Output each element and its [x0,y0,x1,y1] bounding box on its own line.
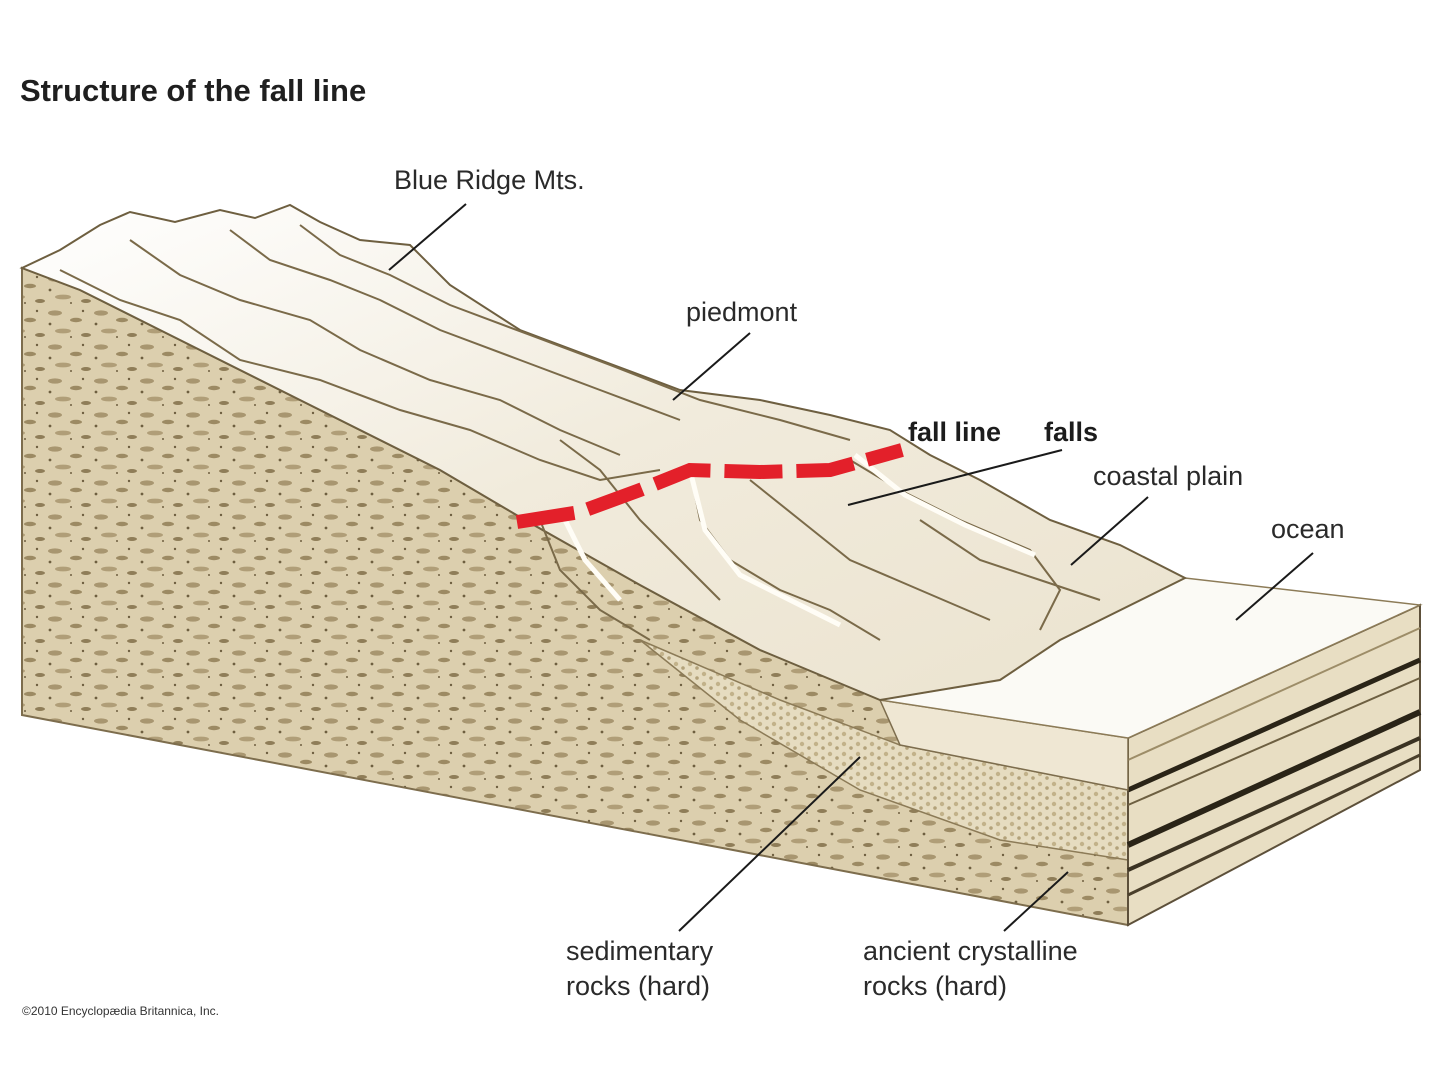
leader-coastal-plain [1070,496,1149,566]
label-sedimentary-line1: sedimentary [566,936,714,966]
leader-piedmont [672,332,751,401]
label-ocean: ocean [1271,514,1345,544]
fall-line-path [515,443,904,529]
leader-blue-ridge [388,203,467,271]
label-piedmont: piedmont [686,297,798,327]
label-sedimentary-line2: rocks (hard) [566,971,710,1001]
label-fall-line: fall line [908,417,1001,447]
label-falls: falls [1044,417,1098,447]
label-crystalline-line2: rocks (hard) [863,971,1007,1001]
label-coastal-plain: coastal plain [1093,461,1243,491]
leader-falls [847,449,1063,506]
copyright-notice: ©2010 Encyclopædia Britannica, Inc. [22,1004,219,1018]
diagram-title: Structure of the fall line [20,73,366,108]
river-channels [557,453,1036,628]
leader-ocean [1235,552,1314,621]
terrain-relief-lines [59,224,1101,641]
label-crystalline-line1: ancient crystalline [863,936,1078,966]
leader-sedimentary [678,756,861,932]
leader-crystalline [1003,871,1069,932]
label-blue-ridge: Blue Ridge Mts. [394,165,585,195]
